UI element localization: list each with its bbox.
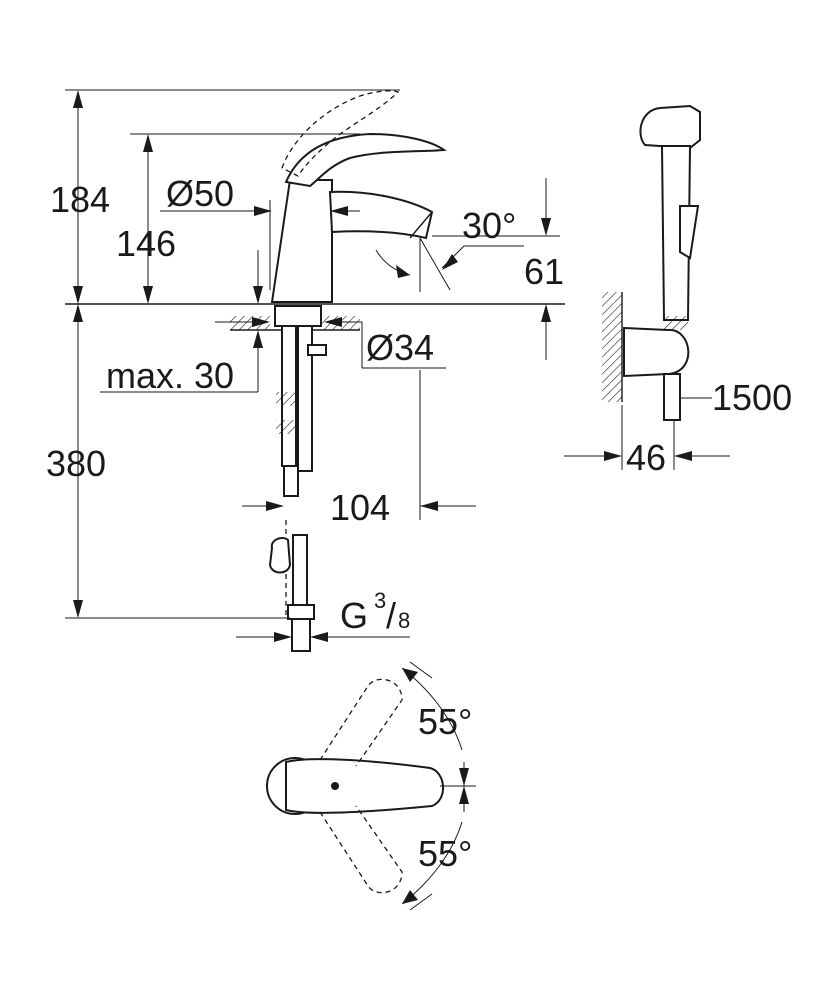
hand-shower-view bbox=[564, 104, 730, 470]
valve-body bbox=[268, 537, 292, 574]
fitting-hatch bbox=[276, 392, 296, 406]
label-30-degrees: 30° bbox=[462, 205, 516, 246]
fitting-hatch-2 bbox=[276, 420, 296, 434]
faucet-side-view bbox=[65, 90, 565, 652]
label-max-30: max. 30 bbox=[106, 355, 234, 396]
pivot-dot bbox=[331, 782, 339, 790]
label-diameter-34: Ø34 bbox=[366, 327, 434, 368]
top-view-lever bbox=[285, 758, 444, 814]
handle-grip-hatch bbox=[664, 316, 688, 330]
shower-head bbox=[639, 104, 701, 150]
mounting-plate bbox=[274, 305, 322, 327]
label-55-up: 55° bbox=[418, 701, 472, 742]
connection-pipe bbox=[291, 618, 311, 652]
wall-bracket bbox=[623, 326, 690, 378]
label-thread-denominator: 8 bbox=[398, 608, 410, 633]
rod-stub bbox=[307, 344, 327, 356]
label-55-down: 55° bbox=[418, 833, 472, 874]
angle-arrow bbox=[396, 265, 410, 278]
angle-arc bbox=[375, 249, 411, 276]
lever-handle bbox=[284, 132, 447, 188]
connection-nut bbox=[287, 604, 315, 620]
hose-outlet bbox=[663, 373, 681, 421]
lever-rotated-up bbox=[319, 678, 403, 767]
label-thread-numerator: 3 bbox=[374, 588, 386, 613]
aerator-line bbox=[409, 211, 433, 239]
angle-line bbox=[419, 237, 451, 291]
lever-handle-raised bbox=[281, 90, 400, 177]
label-146: 146 bbox=[116, 223, 176, 264]
lower-hose bbox=[292, 534, 308, 606]
label-61: 61 bbox=[524, 251, 564, 292]
label-diameter-50: Ø50 bbox=[166, 173, 234, 214]
label-thread-slash: / bbox=[386, 595, 396, 636]
dimension-lines bbox=[65, 89, 560, 642]
label-thread-g: G bbox=[340, 595, 368, 636]
faucet-spout bbox=[328, 190, 434, 240]
supply-hose-right bbox=[297, 325, 313, 472]
label-380: 380 bbox=[46, 443, 106, 484]
lever-rotated-down bbox=[319, 805, 403, 894]
wall-hatch bbox=[602, 292, 622, 402]
label-1500: 1500 bbox=[712, 377, 792, 418]
label-104: 104 bbox=[330, 487, 390, 528]
faucet-top-view bbox=[266, 661, 476, 911]
shower-trigger bbox=[679, 205, 700, 260]
hose-end bbox=[283, 465, 299, 497]
faucet-body bbox=[270, 179, 333, 303]
label-46: 46 bbox=[626, 437, 666, 478]
label-184: 184 bbox=[50, 179, 110, 220]
